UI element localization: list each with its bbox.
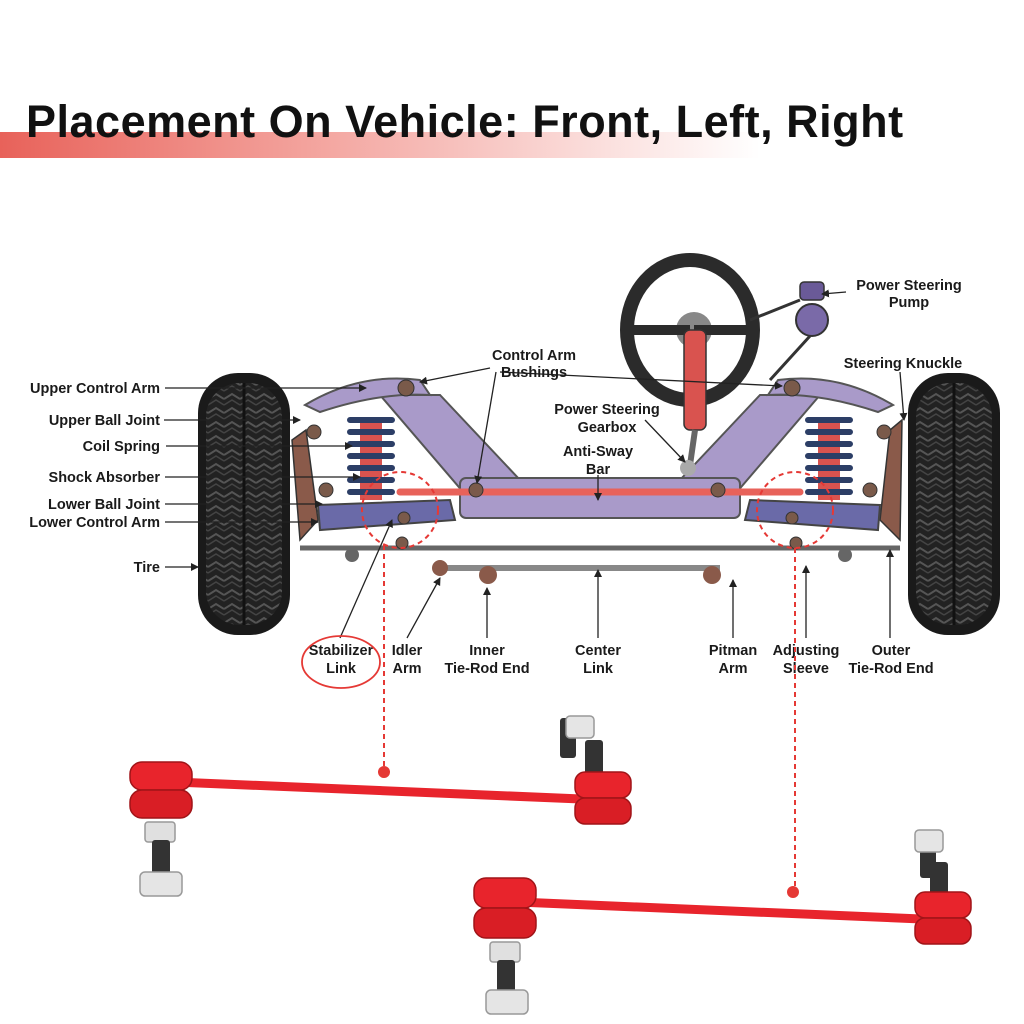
label-idler-arm-2: Arm [392, 661, 421, 677]
label-shock-absorber: Shock Absorber [49, 470, 161, 486]
left-highlight-circle [361, 471, 439, 549]
right-tire [908, 373, 1000, 635]
label-ps-gearbox-2: Gearbox [578, 420, 637, 436]
label-stabilizer-link-1: Stabilizer [309, 643, 374, 659]
callout-dot-left [378, 766, 390, 778]
label-stabilizer-link-2: Link [326, 661, 357, 677]
right-coil-spring [805, 417, 853, 500]
power-steering-pump [749, 281, 829, 382]
label-pitman-arm-1: Pitman [709, 643, 757, 659]
label-steering-knuckle: Steering Knuckle [844, 356, 962, 372]
label-anti-sway-bar-1: Anti-Sway [563, 444, 633, 460]
label-idler-arm-1: Idler [392, 643, 423, 659]
joint-bolts [306, 379, 892, 550]
label-inner-tie-rod-2: Tie-Rod End [444, 661, 529, 677]
label-tire: Tire [134, 560, 160, 576]
title-underline-bar [0, 132, 760, 158]
label-anti-sway-bar-2: Bar [586, 462, 611, 478]
leader-lines [164, 289, 908, 639]
label-lower-control-arm: Lower Control Arm [29, 515, 160, 531]
label-pitman-arm-2: Arm [718, 661, 747, 677]
callout-dot-right [787, 886, 799, 898]
right-steering-knuckle [879, 418, 903, 542]
steering-linkage [300, 545, 900, 584]
label-control-arm-bushings-1: Control Arm [492, 348, 576, 364]
page-title: Placement On Vehicle: Front, Left, Right [26, 96, 904, 147]
label-ps-pump-1: Power Steering [856, 278, 962, 294]
right-highlight-circle [756, 471, 834, 549]
label-outer-tie-rod-2: Tie-Rod End [848, 661, 933, 677]
left-coil-spring [347, 417, 395, 500]
callout-dashed-lines [383, 545, 796, 888]
label-lower-ball-joint: Lower Ball Joint [48, 497, 160, 513]
label-inner-tie-rod-1: Inner [469, 643, 505, 659]
label-outer-tie-rod-1: Outer [872, 643, 911, 659]
stabilizer-link-highlight-oval [301, 635, 381, 689]
label-coil-spring: Coil Spring [83, 439, 160, 455]
label-upper-control-arm: Upper Control Arm [30, 381, 160, 397]
stabilizer-link-product-2 [473, 829, 972, 1015]
stabilizer-link-product-1 [129, 715, 632, 897]
label-control-arm-bushings-2: Bushings [501, 365, 567, 381]
label-upper-ball-joint: Upper Ball Joint [49, 413, 160, 429]
label-center-link-2: Link [583, 661, 614, 677]
steering-wheel [620, 253, 760, 476]
label-center-link-1: Center [575, 643, 621, 659]
label-adjusting-sleeve-2: Sleeve [783, 661, 829, 677]
label-ps-pump-2: Pump [889, 295, 929, 311]
label-ps-gearbox-1: Power Steering [554, 402, 660, 418]
label-adjusting-sleeve-1: Adjusting [773, 643, 840, 659]
